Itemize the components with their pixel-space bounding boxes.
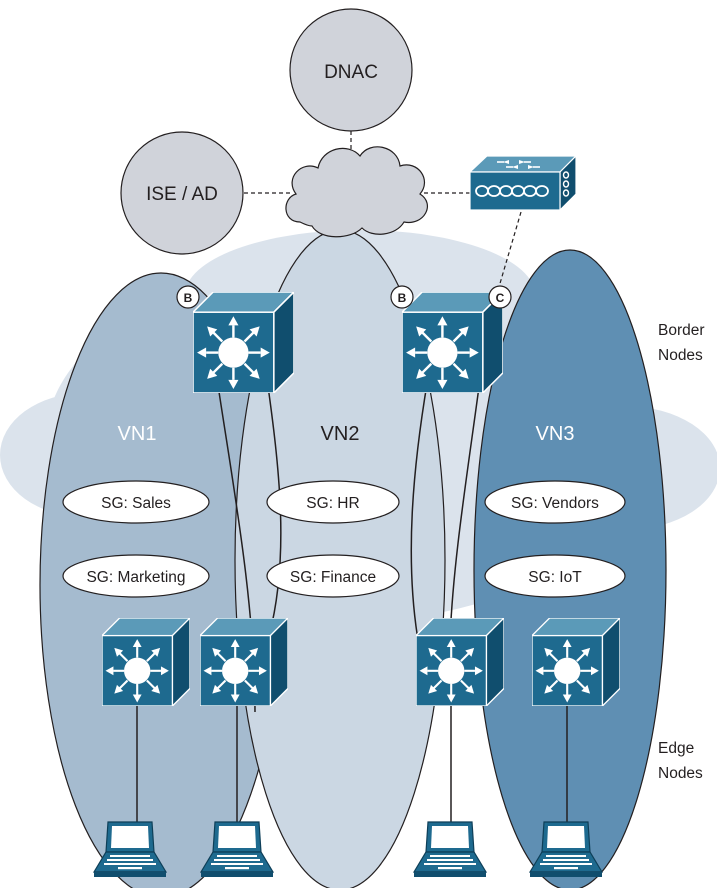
sg-pill: SG: Marketing [62, 554, 210, 598]
edge-nodes-label-line2: Nodes [658, 765, 703, 782]
svg-text:SG: IoT: SG: IoT [528, 569, 582, 586]
vn2-label: VN2 [321, 423, 360, 445]
svg-text:SG: Vendors: SG: Vendors [511, 495, 599, 512]
vn3-label: VN3 [536, 423, 575, 445]
firewall-icon [468, 154, 578, 212]
border-cable [410, 371, 430, 641]
border-switch-left [193, 292, 294, 393]
svg-text:SG: HR: SG: HR [306, 495, 359, 512]
sg-pill: SG: IoT [484, 554, 626, 598]
svg-text:B: B [398, 291, 407, 305]
sg-pill: SG: Sales [62, 480, 210, 524]
laptop-icon [413, 821, 487, 878]
svg-text:B: B [184, 291, 193, 305]
vn1-label: VN1 [118, 423, 157, 445]
edge-switch-3 [416, 618, 504, 706]
badge-control: C [488, 285, 512, 309]
edge-switch-4 [532, 618, 620, 706]
control-link [495, 211, 522, 298]
border-cable [449, 371, 482, 641]
edge-nodes-label-line1: Edge [658, 740, 694, 757]
svg-text:SG: Finance: SG: Finance [290, 569, 376, 586]
border-nodes-label-line1: Border [658, 322, 705, 339]
sg-pill: SG: Vendors [484, 480, 626, 524]
ise-node [120, 131, 244, 255]
edge-switch-1 [102, 618, 190, 706]
svg-text:SG: Marketing: SG: Marketing [86, 569, 185, 586]
badge-border-left: B [176, 285, 200, 309]
ise-label: ISE / AD [146, 184, 218, 205]
border-nodes-label-line2: Nodes [658, 347, 703, 364]
sg-pill: SG: HR [266, 480, 400, 524]
badge-border-right: B [390, 285, 414, 309]
edge-switch-2 [200, 618, 288, 706]
sg-pill: SG: Finance [266, 554, 400, 598]
cloud-icon [285, 146, 429, 238]
dnac-label: DNAC [324, 62, 378, 83]
svg-text:SG: Sales: SG: Sales [101, 495, 171, 512]
border-switch-right [402, 292, 503, 393]
svg-text:C: C [496, 291, 505, 305]
